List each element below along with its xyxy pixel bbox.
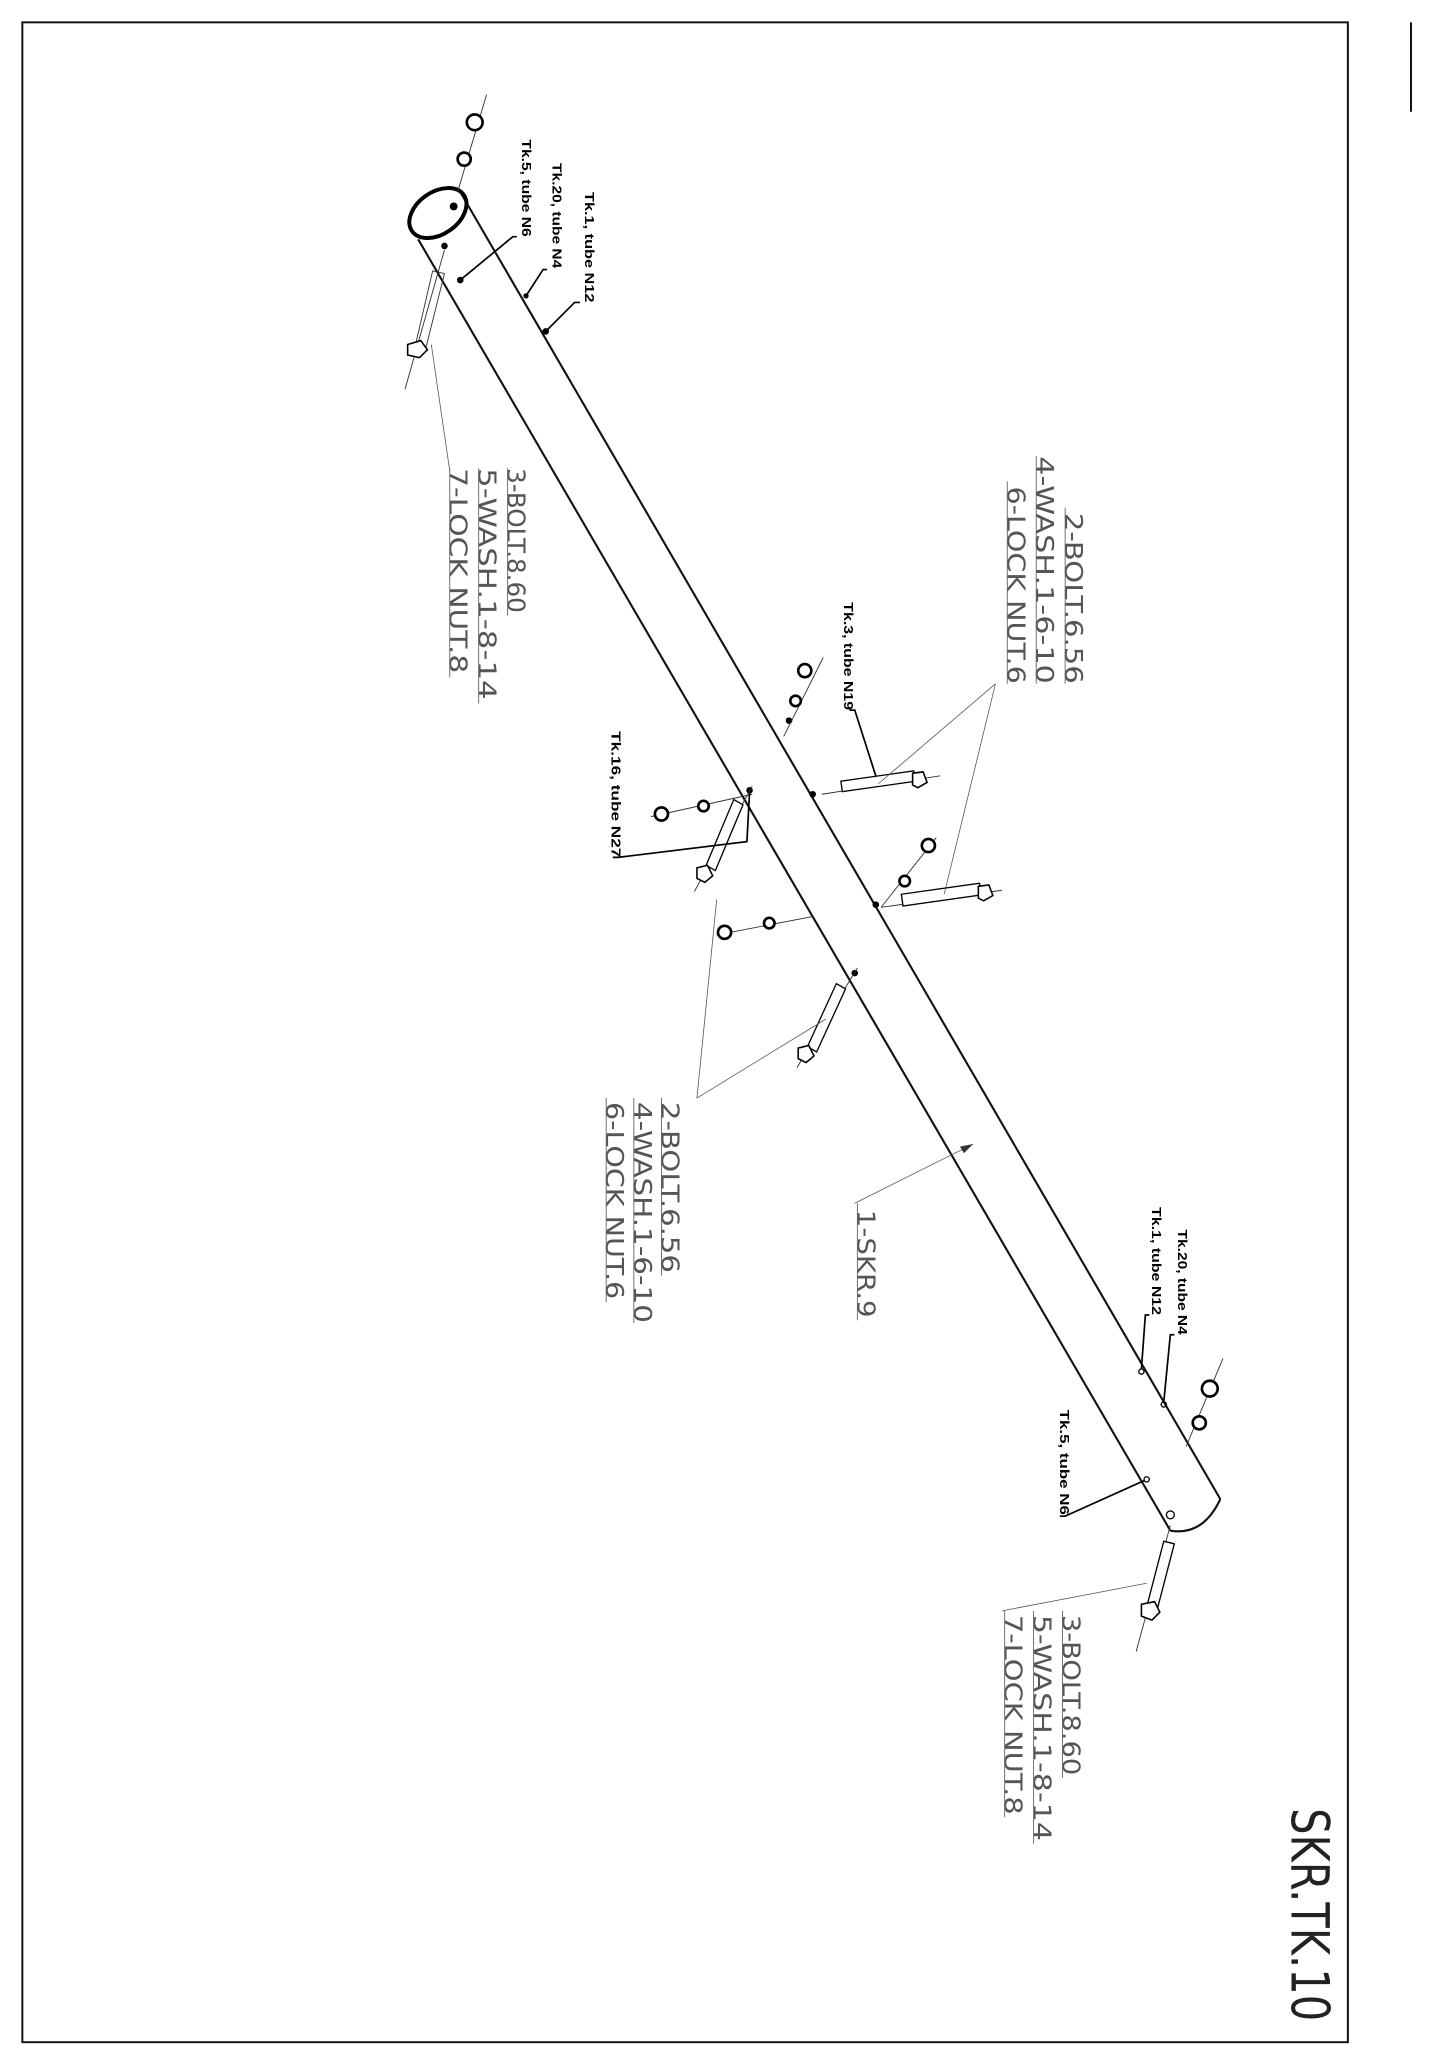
tube-skr9 xyxy=(407,186,1222,1533)
part-label-line: 2-BOLT.6.56 xyxy=(1059,513,1088,684)
part-label-line: 4-WASH.1-6-10 xyxy=(628,1102,657,1323)
drawing-title: SKR.TK.10 xyxy=(1278,1808,1339,2021)
nut-icon xyxy=(465,113,484,132)
part-label-line: 5-WASH.1-8-14 xyxy=(473,468,502,699)
hole-tag: Tk.20, tube N4 xyxy=(549,163,564,269)
hole-tag: Tk.16, tube N27 xyxy=(608,731,623,857)
bolt-assembly-tk3 xyxy=(783,657,941,795)
hole-tag: Tk.3, tube N19 xyxy=(841,602,856,710)
part-label-line: 4-WASH.1-6-10 xyxy=(1030,456,1059,683)
part-label-top-right: 2-BOLT.6.56 4-WASH.1-6-10 6-LOCK NUT.6 xyxy=(1001,456,1088,684)
part-label-line: 7-LOCK NUT.8 xyxy=(444,468,473,673)
hole-tag: Tk.5, tube N6 xyxy=(519,139,534,236)
hole-tag: Tk.5, tube N6 xyxy=(1057,1410,1072,1515)
part-label-line: 3-BOLT.8.60 xyxy=(502,468,531,613)
part-label-line: 7-LOCK NUT.8 xyxy=(999,1615,1028,1815)
part-label-line: 2-BOLT.6.56 xyxy=(655,1102,684,1273)
hole-tag: Tk.1, tube N12 xyxy=(582,192,597,302)
part-label-top-left: 3-BOLT.8.60 5-WASH.1-8-14 7-LOCK NUT.8 xyxy=(444,468,531,704)
leader-lines xyxy=(430,235,1175,1612)
bolt-assembly-tk16 xyxy=(650,786,753,892)
bolt-assembly-bottom-right xyxy=(1135,1358,1224,1652)
part-label-main: 1-SKR.9 xyxy=(851,1203,880,1321)
washer-icon xyxy=(456,151,473,168)
tube-end-opening xyxy=(407,186,469,240)
hole-tag: Tk.1, tube N12 xyxy=(1149,1207,1164,1315)
part-label-line: 5-WASH.1-8-14 xyxy=(1028,1615,1057,1841)
bolt-assembly-top-left xyxy=(404,94,487,390)
bolt-head-icon xyxy=(406,339,429,359)
hole-tag: Tk.20, tube N4 xyxy=(1175,1230,1190,1336)
part-label-line: 3-BOLT.8.60 xyxy=(1057,1615,1086,1775)
bolt-assembly-lower-left xyxy=(716,916,858,1069)
part-label-bottom-right: 3-BOLT.8.60 5-WASH.1-8-14 7-LOCK NUT.8 xyxy=(999,1610,1086,1844)
part-label-line: 1-SKR.9 xyxy=(851,1210,880,1318)
part-label-line: 6-LOCK NUT.6 xyxy=(600,1102,629,1299)
bolt-assembly-middle-right xyxy=(880,837,1003,908)
drawing-border xyxy=(21,21,1349,2044)
part-label-middle-left: 2-BOLT.6.56 4-WASH.1-6-10 6-LOCK NUT.6 xyxy=(600,1098,684,1323)
part-label-line: 6-LOCK NUT.6 xyxy=(1001,487,1030,684)
